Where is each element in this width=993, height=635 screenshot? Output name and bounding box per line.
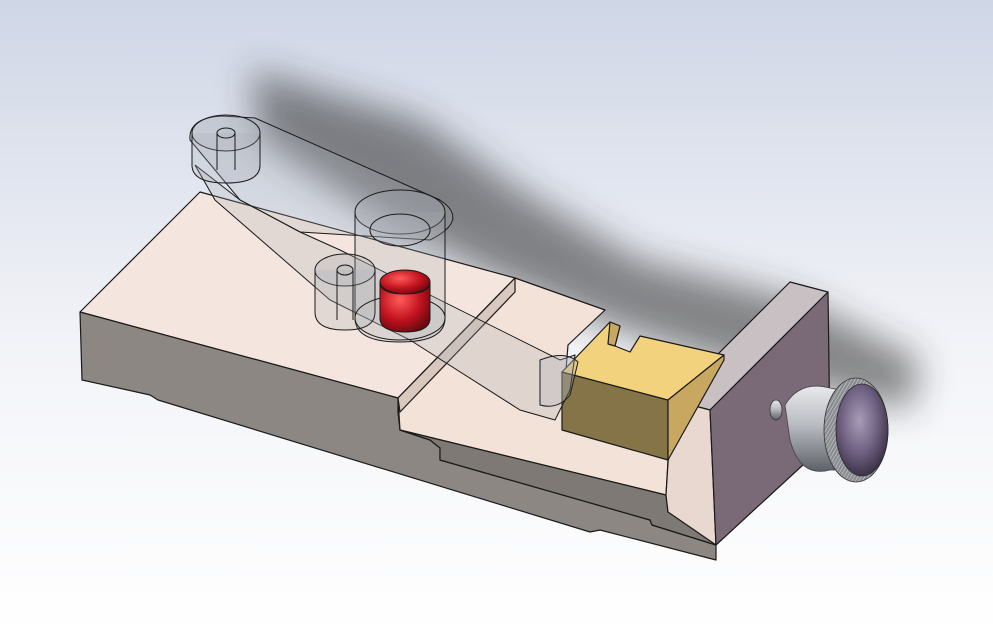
left-boss-hole	[216, 127, 236, 139]
knurled-knob-icon[interactable]	[835, 383, 889, 477]
jaw-vee-face	[607, 321, 621, 347]
base-block[interactable]	[79, 191, 717, 561]
pivot-boss-inner	[369, 213, 431, 247]
red-insert-body	[379, 281, 431, 333]
jaw-right-face	[667, 354, 725, 461]
jaw-block[interactable]	[561, 321, 725, 461]
left-boss-body	[191, 133, 261, 184]
red-insert[interactable]	[379, 269, 431, 333]
small-boss-hole	[336, 264, 354, 276]
pin-icon	[769, 399, 783, 421]
small-boss-body	[314, 270, 376, 331]
red-insert-top[interactable]	[379, 269, 431, 295]
arm-tip	[539, 355, 579, 407]
knurled-knob[interactable]	[769, 377, 889, 483]
